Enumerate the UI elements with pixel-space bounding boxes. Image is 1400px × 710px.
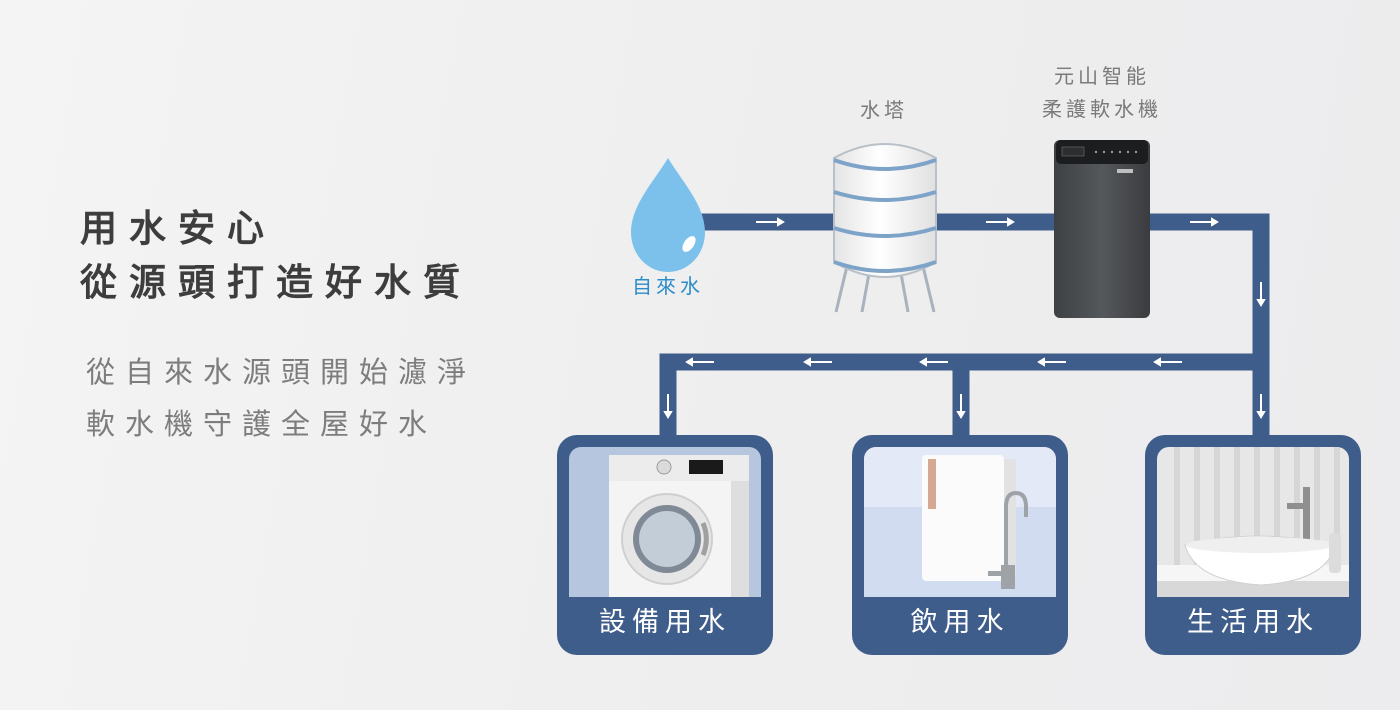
arrow-right-icon xyxy=(1190,217,1219,227)
main-pipe xyxy=(690,213,1270,444)
tower-label: 水塔 xyxy=(860,98,908,122)
output-label-household: 生活用水 xyxy=(1187,607,1319,638)
arrow-down-icon xyxy=(1256,394,1266,419)
arrow-left-icon xyxy=(1037,357,1066,367)
subline-line-1: 從自來水源頭開始濾淨 xyxy=(86,355,477,389)
arrow-left-icon xyxy=(1153,357,1182,367)
headline: 用水安心 從源頭打造好水質 xyxy=(80,202,472,310)
water-purifier-image xyxy=(864,447,1056,597)
arrow-down-icon xyxy=(1256,282,1266,307)
pipes xyxy=(659,213,1270,444)
arrow-left-icon xyxy=(685,357,714,367)
subline: 從自來水源頭開始濾淨 軟水機守護全屋好水 xyxy=(86,346,476,450)
softener-label-line-2: 柔護軟水機 xyxy=(1042,97,1162,121)
arrow-down-icon xyxy=(956,394,966,419)
subline-line-2: 軟水機守護全屋好水 xyxy=(86,407,438,441)
output-card-drinking: 飲用水 xyxy=(852,435,1068,655)
arrow-down-icon xyxy=(663,394,673,419)
softener-label-line-1: 元山智能 xyxy=(1054,64,1150,88)
output-card-equipment: 設備用水 xyxy=(557,435,773,655)
arrow-right-icon xyxy=(756,217,785,227)
output-label-equipment: 設備用水 xyxy=(599,607,731,638)
arrow-left-icon xyxy=(803,357,832,367)
arrow-left-icon xyxy=(919,357,948,367)
arrow-right-icon xyxy=(986,217,1015,227)
headline-line-2: 從源頭打造好水質 xyxy=(80,261,472,304)
flow-arrows xyxy=(663,217,1266,419)
washing-machine-image xyxy=(569,447,761,597)
water-drop-icon xyxy=(631,158,705,272)
bathroom-sink-image xyxy=(1157,447,1349,597)
output-card-household: 生活用水 xyxy=(1145,435,1361,655)
source-label: 自來水 xyxy=(632,274,704,298)
water-tower-icon xyxy=(833,143,937,313)
water-softener-icon xyxy=(1054,140,1150,318)
headline-line-1: 用水安心 xyxy=(80,207,276,250)
output-label-drinking: 飲用水 xyxy=(910,607,1010,638)
